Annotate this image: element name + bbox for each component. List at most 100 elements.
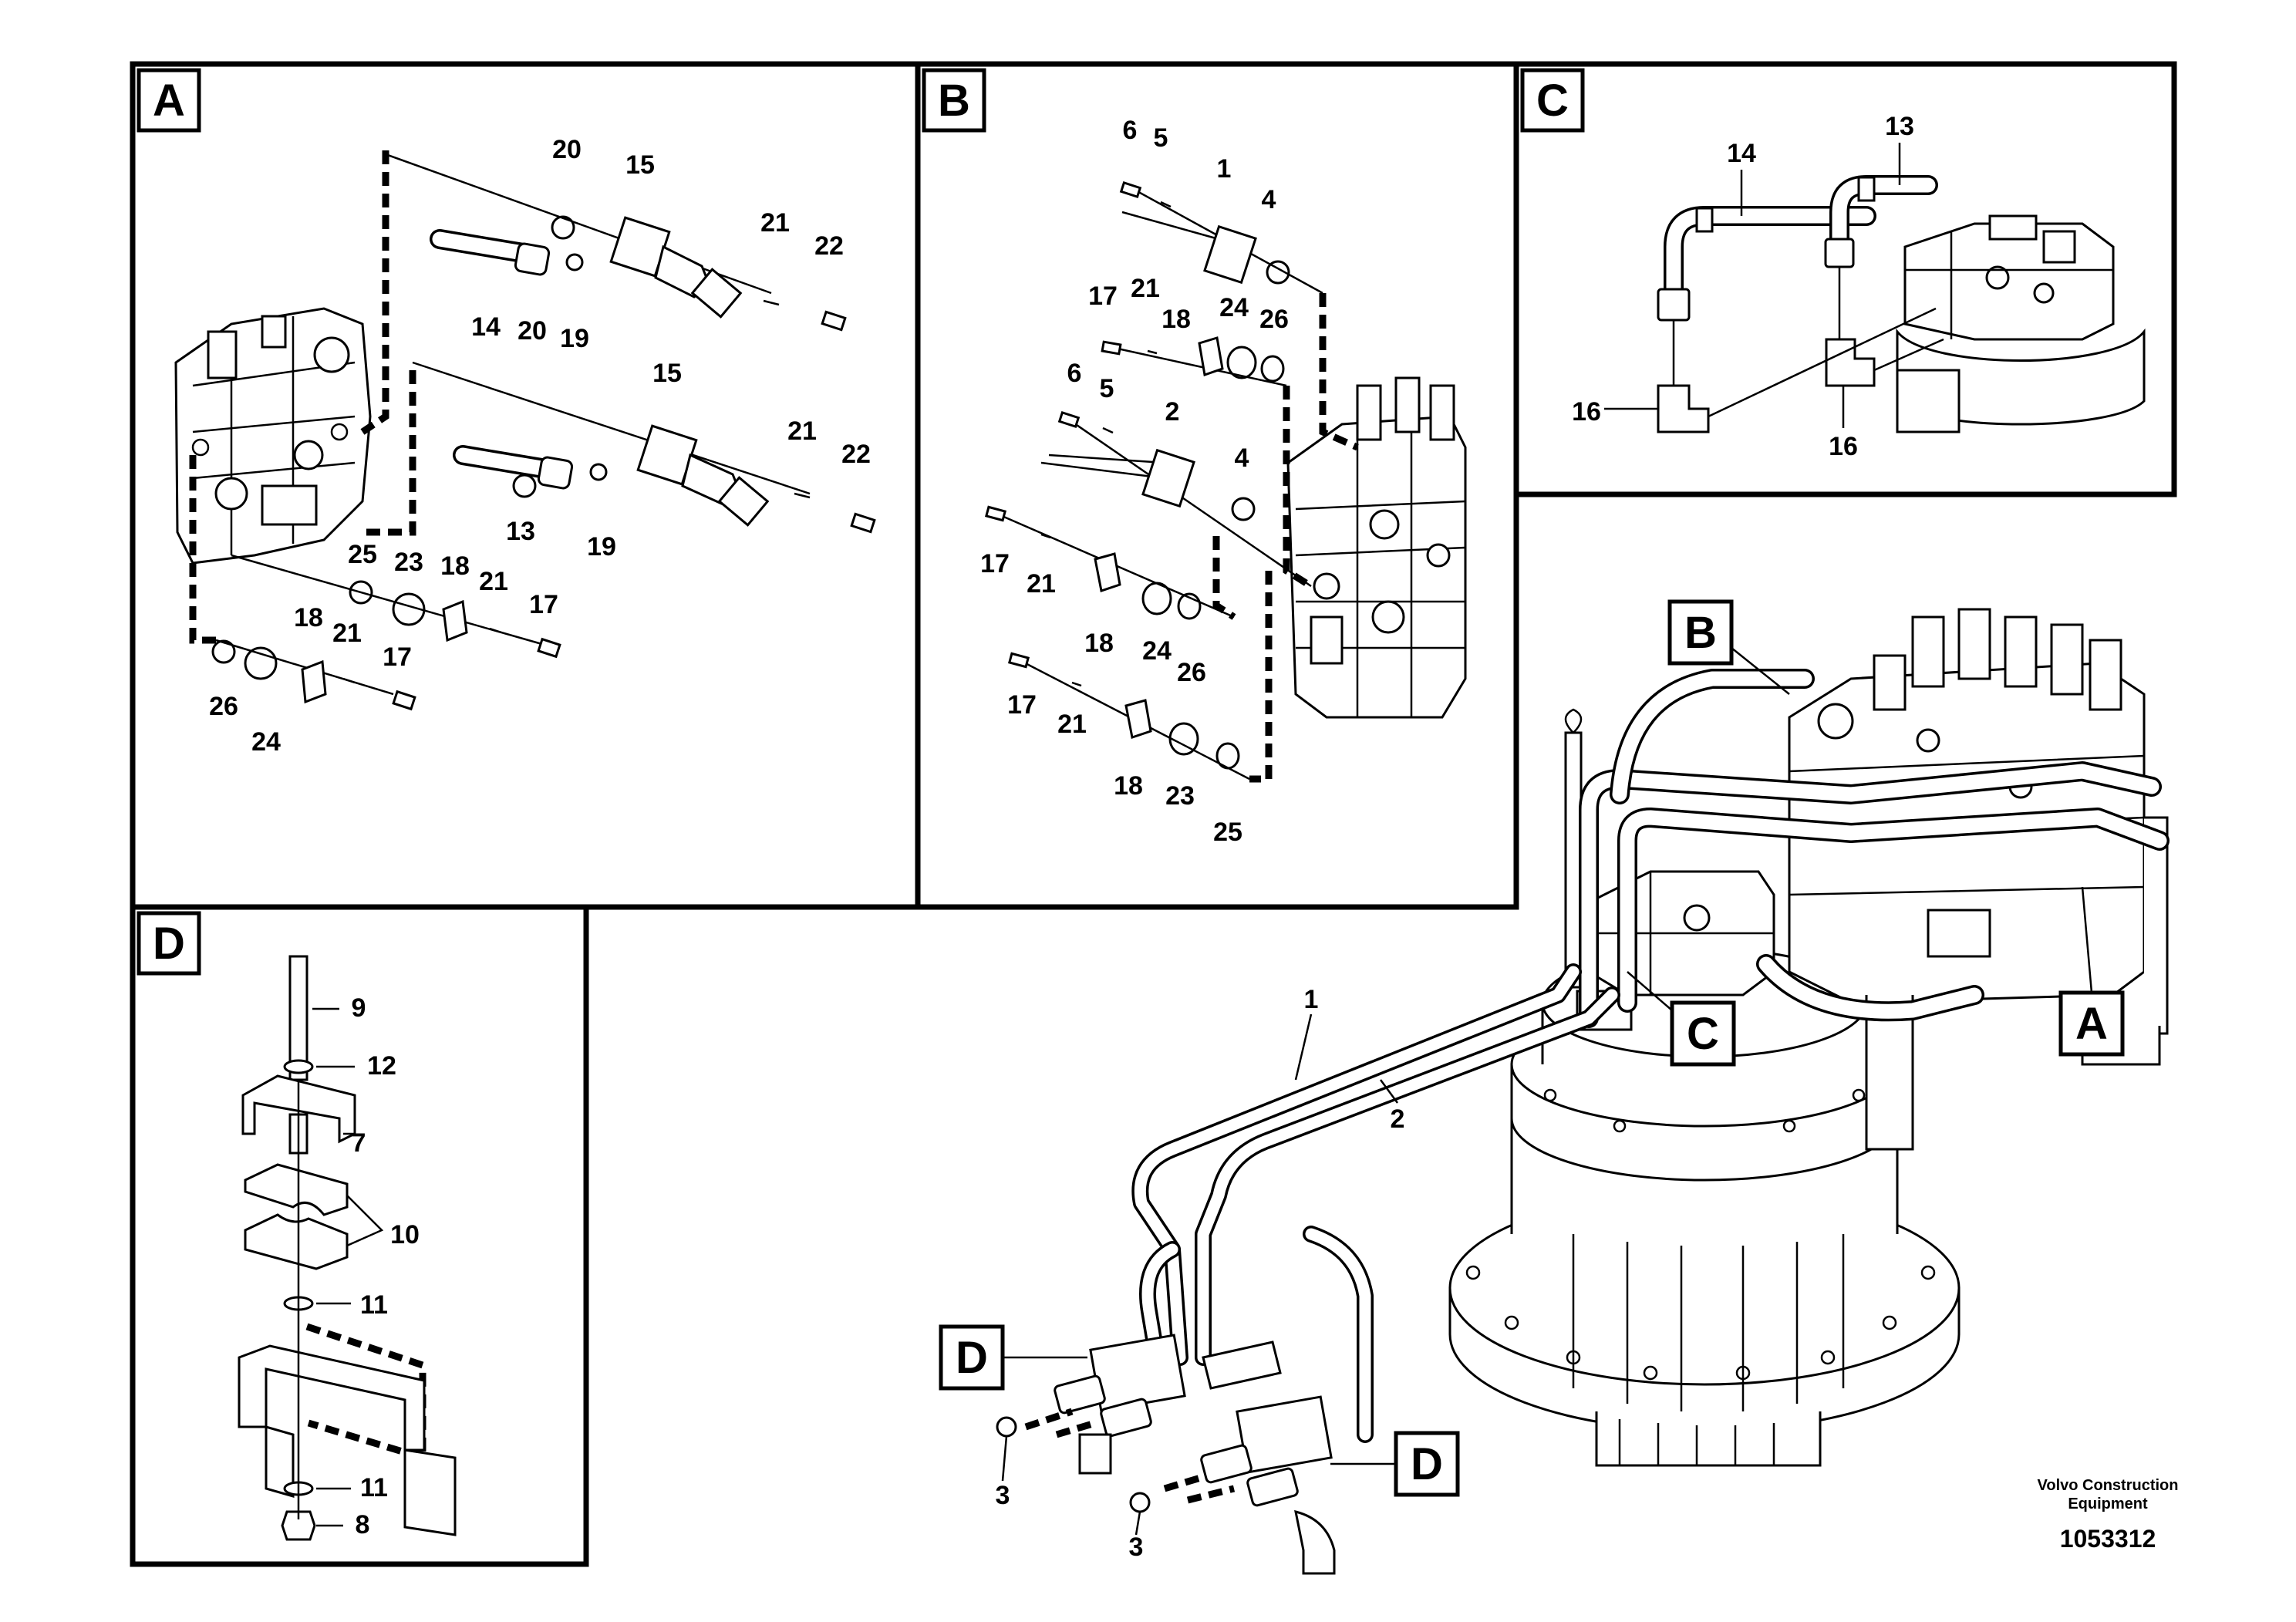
washer-21-b-middle — [1040, 533, 1051, 539]
callout-a-21-lower: 21 — [787, 416, 817, 446]
callout-b-25: 25 — [1213, 818, 1242, 847]
bolt-17-b — [392, 690, 416, 711]
credit-line-2: Equipment — [2068, 1496, 2148, 1512]
dashed-routing-b1 — [1319, 293, 1359, 451]
panel-a-drawing — [174, 150, 876, 711]
callout-a-21-a: 21 — [479, 567, 508, 596]
callout-b-21-upper: 21 — [1131, 274, 1160, 303]
o-ring-26-b-middle — [1177, 592, 1202, 620]
callout-b-17-middle: 17 — [980, 549, 1010, 578]
main-tag-a: A — [2058, 886, 2125, 1057]
callout-d-9: 9 — [352, 993, 366, 1023]
o-ring-3-left — [996, 1416, 1017, 1438]
callout-a-20-upper: 20 — [552, 135, 582, 164]
callout-a-23: 23 — [394, 548, 423, 577]
o-ring-23 — [392, 592, 426, 626]
callout-b-6-lower: 6 — [1067, 359, 1082, 388]
callout-b-17-upper: 17 — [1088, 282, 1118, 311]
panel-tag-b: B — [922, 68, 986, 133]
split-flange-18-lower — [301, 659, 327, 704]
swing-motor-illustration-c — [1896, 214, 2146, 433]
hose-2-outline — [1040, 461, 1165, 480]
washer-21-a — [489, 627, 502, 634]
callout-main-1: 1 — [1304, 985, 1319, 1014]
callout-b-23: 23 — [1165, 781, 1195, 811]
callout-b-26-middle: 26 — [1177, 658, 1206, 687]
o-ring-26 — [211, 639, 236, 664]
callout-b-1: 1 — [1217, 154, 1232, 184]
callout-b-17-lower: 17 — [1007, 690, 1037, 720]
bolt-6-lower — [1057, 411, 1081, 428]
panel-b-drawing — [984, 181, 1467, 783]
panel-a-callouts: 20 15 21 22 14 20 19 15 21 22 13 19 25 2… — [209, 135, 871, 757]
elbow-16-left — [1657, 384, 1710, 433]
callout-b-24-upper: 24 — [1219, 293, 1249, 322]
o-ring-25-b — [1215, 742, 1240, 770]
credit-line-1: Volvo Construction — [2038, 1477, 2179, 1494]
centerline-c3 — [1708, 307, 1937, 418]
o-ring-19-upper — [565, 253, 584, 271]
panel-tag-c: C — [1520, 68, 1585, 133]
bolt-17-b-lower — [1007, 652, 1030, 669]
centerline-a4 — [215, 639, 394, 696]
main-tag-d-left-label: D — [956, 1333, 988, 1383]
bolt-22-upper — [821, 310, 847, 332]
bolt-17-a — [537, 637, 561, 659]
split-flange-18-b-lower — [1124, 699, 1152, 739]
callout-b-5-lower: 5 — [1100, 374, 1114, 403]
callout-d-11-lower: 11 — [360, 1473, 388, 1502]
o-ring-24 — [244, 646, 278, 680]
callout-b-6-upper: 6 — [1123, 116, 1138, 145]
dashed-routing-a3 — [189, 455, 216, 644]
callout-b-21-middle: 21 — [1027, 569, 1056, 599]
bolt-22-lower — [850, 512, 876, 534]
washer-21-b — [342, 677, 356, 684]
o-ring-4-upper — [1266, 260, 1290, 285]
callout-a-15-lower: 15 — [652, 359, 682, 388]
support-bracket — [238, 1344, 426, 1452]
dashed-routing-b3 — [1212, 536, 1236, 620]
main-tag-d-right-label: D — [1411, 1439, 1443, 1489]
clamp-half-10-upper — [244, 1163, 349, 1216]
panel-tag-b-label: B — [938, 76, 970, 126]
callout-d-7: 7 — [352, 1128, 366, 1158]
panel-c-frame — [1513, 61, 2177, 497]
panel-d-drawing — [238, 955, 457, 1541]
valve-port-a — [1927, 909, 1991, 958]
hanger-hook — [1564, 708, 1583, 733]
hose-14-fitting — [514, 242, 551, 276]
elbow-16-right — [1825, 338, 1876, 387]
o-ring-26-b-upper — [1260, 355, 1285, 383]
callout-main-3-left: 3 — [996, 1481, 1010, 1510]
callout-b-18-lower: 18 — [1114, 771, 1143, 801]
o-ring-23-b — [1168, 722, 1199, 756]
bolt-17-b-upper — [1101, 340, 1122, 356]
document-number: 1053312 — [2060, 1525, 2156, 1553]
panel-tag-a: A — [137, 68, 201, 133]
callout-a-13: 13 — [506, 517, 535, 546]
o-ring-4-lower — [1231, 497, 1256, 521]
hose-13-c-fitting — [1824, 238, 1855, 268]
callout-a-22-lower: 22 — [841, 440, 871, 469]
hose-14-c-collar — [1695, 207, 1714, 233]
callout-b-26-upper: 26 — [1259, 305, 1289, 334]
callout-b-21-lower: 21 — [1057, 710, 1087, 739]
callout-d-8: 8 — [356, 1510, 370, 1539]
callout-a-20-lower: 20 — [518, 316, 547, 346]
washer-21-b-upper — [1147, 349, 1158, 355]
nut-8 — [281, 1510, 316, 1541]
support-bracket-leg-left — [265, 1425, 295, 1498]
main-tag-d-right: D — [1330, 1431, 1460, 1497]
dashed-routing-a1 — [360, 150, 389, 435]
callout-c-13: 13 — [1885, 112, 1914, 141]
main-tag-c: C — [1627, 971, 1736, 1067]
split-flange-15-upper — [609, 216, 743, 319]
main-tag-b-label: B — [1684, 608, 1717, 658]
centerline-c4 — [1873, 338, 1944, 372]
callout-a-18-upper: 18 — [440, 551, 470, 581]
panel-d-callouts: 9 12 7 10 11 11 8 — [312, 993, 420, 1539]
callout-b-24-middle: 24 — [1142, 636, 1172, 666]
panel-tag-d: D — [137, 911, 201, 976]
main-tag-c-label: C — [1687, 1009, 1719, 1059]
